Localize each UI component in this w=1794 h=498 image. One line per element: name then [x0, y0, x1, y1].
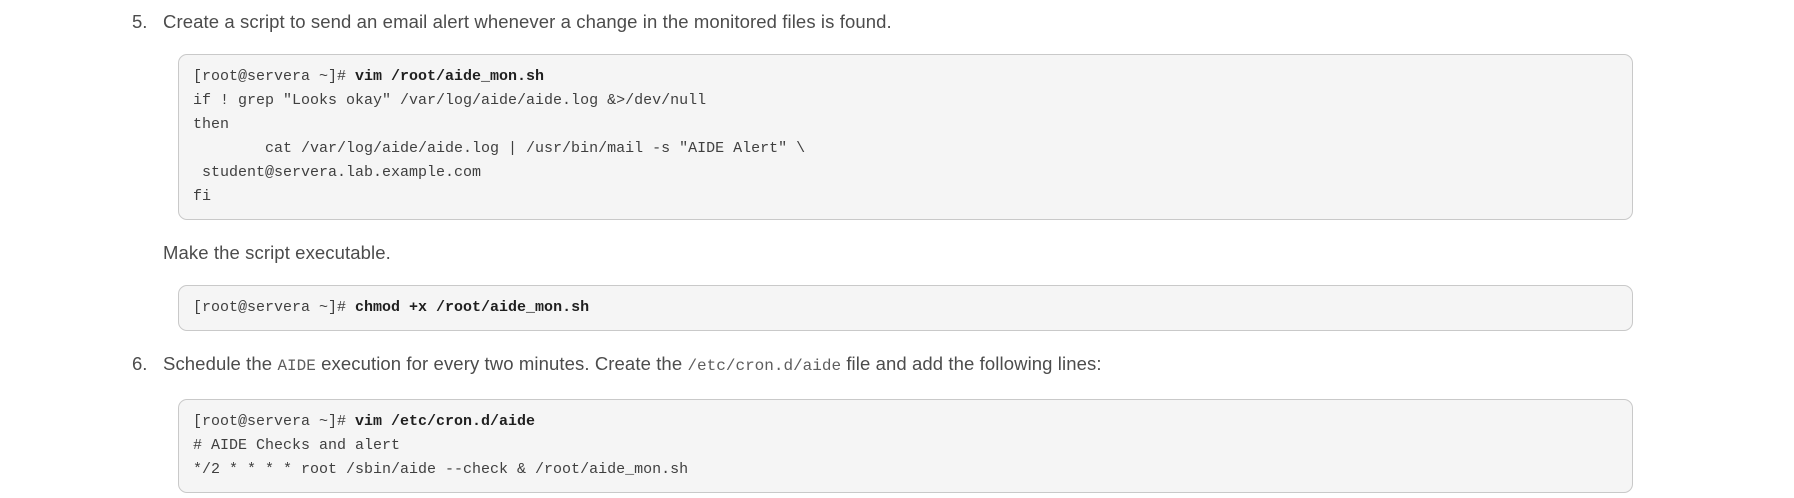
shell-command: chmod +x /root/aide_mon.sh: [355, 299, 590, 316]
step-6-number: 6.: [132, 353, 148, 374]
code-block-chmod: [root@servera ~]# chmod +x /root/aide_mo…: [178, 285, 1633, 331]
step-6: 6. Schedule the AIDE execution for every…: [132, 350, 1794, 493]
code-line: # AIDE Checks and alert: [193, 437, 401, 454]
instruction-text: execution for every two minutes. Create …: [315, 353, 688, 374]
code-line: if ! grep "Looks okay" /var/log/aide/aid…: [193, 92, 707, 109]
instruction-text: file and add the following lines:: [841, 353, 1102, 374]
shell-prompt: [root@servera ~]#: [193, 299, 356, 316]
code-block-cron: [root@servera ~]# vim /etc/cron.d/aide #…: [178, 399, 1633, 493]
step-5: 5. Create a script to send an email aler…: [132, 8, 1794, 331]
step-6-body: Schedule the AIDE execution for every tw…: [163, 350, 1633, 493]
step-6-instruction: Schedule the AIDE execution for every tw…: [163, 350, 1633, 380]
code-line: then: [193, 116, 230, 133]
step-5-note: Make the script executable.: [163, 242, 391, 263]
step-5-body: Create a script to send an email alert w…: [163, 8, 1633, 331]
code-line: fi: [193, 188, 212, 205]
inline-code-aide: AIDE: [277, 357, 316, 375]
shell-command: vim /etc/cron.d/aide: [355, 413, 536, 430]
code-line: [root@servera ~]# vim /etc/cron.d/aide: [193, 410, 1618, 434]
step-5-number: 5.: [132, 11, 148, 32]
step-5-instruction: Create a script to send an email alert w…: [163, 11, 892, 32]
code-line: [root@servera ~]# chmod +x /root/aide_mo…: [193, 296, 1618, 320]
code-block-create-script: [root@servera ~]# vim /root/aide_mon.sh …: [178, 54, 1633, 220]
code-line: [root@servera ~]# vim /root/aide_mon.sh: [193, 65, 1618, 89]
code-line: cat /var/log/aide/aide.log | /usr/bin/ma…: [193, 140, 806, 157]
shell-prompt: [root@servera ~]#: [193, 68, 356, 85]
inline-code-cron-path: /etc/cron.d/aide: [687, 357, 842, 375]
code-line: */2 * * * * root /sbin/aide --check & /r…: [193, 461, 689, 478]
instruction-text: Schedule the: [163, 353, 278, 374]
shell-command: vim /root/aide_mon.sh: [355, 68, 545, 85]
shell-prompt: [root@servera ~]#: [193, 413, 356, 430]
code-line: student@servera.lab.example.com: [193, 164, 482, 181]
